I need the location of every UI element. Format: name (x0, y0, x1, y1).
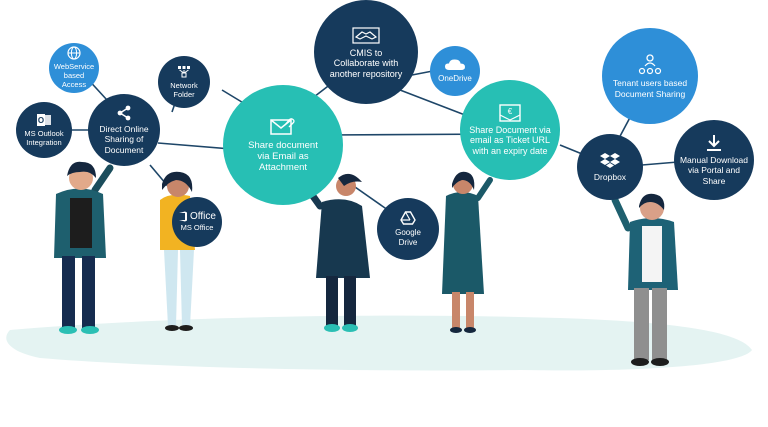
drive-icon (400, 211, 416, 225)
webservice-node: WebService based Access (49, 43, 99, 93)
dropbox-label: Dropbox (593, 171, 627, 182)
office-logo-text: Office (190, 210, 216, 222)
email-attachment-node: Share document via Email as Attachment (223, 85, 343, 205)
manual-download-node: Manual Download via Portal and Share (674, 120, 754, 200)
person-2-illustration (160, 171, 195, 331)
ms-office-label: MS Office (180, 223, 214, 233)
ticket-url-label: Share Document via email as Ticket URL w… (469, 124, 551, 156)
person-4-illustration (442, 171, 493, 333)
network-folder-label: Network Folder (170, 80, 198, 99)
download-icon (707, 135, 721, 152)
cmis-label: CMIS to Collaborate with another reposit… (329, 47, 403, 79)
google-drive-node: Google Drive (377, 198, 439, 260)
cloud-icon (445, 59, 465, 71)
cmis-node: CMIS to Collaborate with another reposit… (314, 0, 418, 104)
manual-download-label: Manual Download via Portal and Share (679, 155, 749, 186)
dropbox-node: Dropbox (577, 134, 643, 200)
tenant-users-node: Tenant users based Document Sharing (602, 28, 698, 124)
dropbox-icon (600, 152, 620, 168)
onedrive-node: OneDrive (430, 46, 480, 96)
network-folder-node: Network Folder (158, 56, 210, 108)
outlook-icon: O (37, 113, 51, 126)
ms-outlook-label: MS Outlook Integration (24, 128, 64, 147)
globe-icon (67, 46, 81, 60)
tenant-users-label: Tenant users based Document Sharing (612, 78, 688, 99)
euro-mail-icon: € (499, 103, 521, 122)
google-drive-label: Google Drive (395, 228, 421, 247)
network-icon (178, 65, 190, 78)
ms-office-node: Office MS Office (172, 197, 222, 247)
person-3-illustration (301, 173, 370, 332)
ms-outlook-node: O MS Outlook Integration (16, 102, 72, 158)
office-logo: Office (178, 211, 216, 223)
ticket-url-node: € Share Document via email as Ticket URL… (460, 80, 560, 180)
direct-online-sharing-node: Direct Online Sharing of Document (88, 94, 160, 166)
users-network-icon (638, 54, 662, 75)
svg-text:O: O (38, 116, 44, 125)
direct-online-sharing-label: Direct Online Sharing of Document (99, 124, 149, 155)
mail-attachment-icon (270, 117, 295, 135)
svg-text:€: € (508, 107, 513, 116)
email-attachment-label: Share document via Email as Attachment (248, 139, 318, 174)
person-1-illustration (54, 161, 114, 334)
ground-shadow (6, 315, 752, 371)
person-5-illustration (611, 193, 678, 366)
handshake-icon (352, 26, 380, 44)
office-icon (179, 211, 188, 222)
webservice-label: WebService based Access (53, 62, 95, 89)
onedrive-label: OneDrive (438, 74, 472, 84)
share-icon (117, 106, 131, 121)
